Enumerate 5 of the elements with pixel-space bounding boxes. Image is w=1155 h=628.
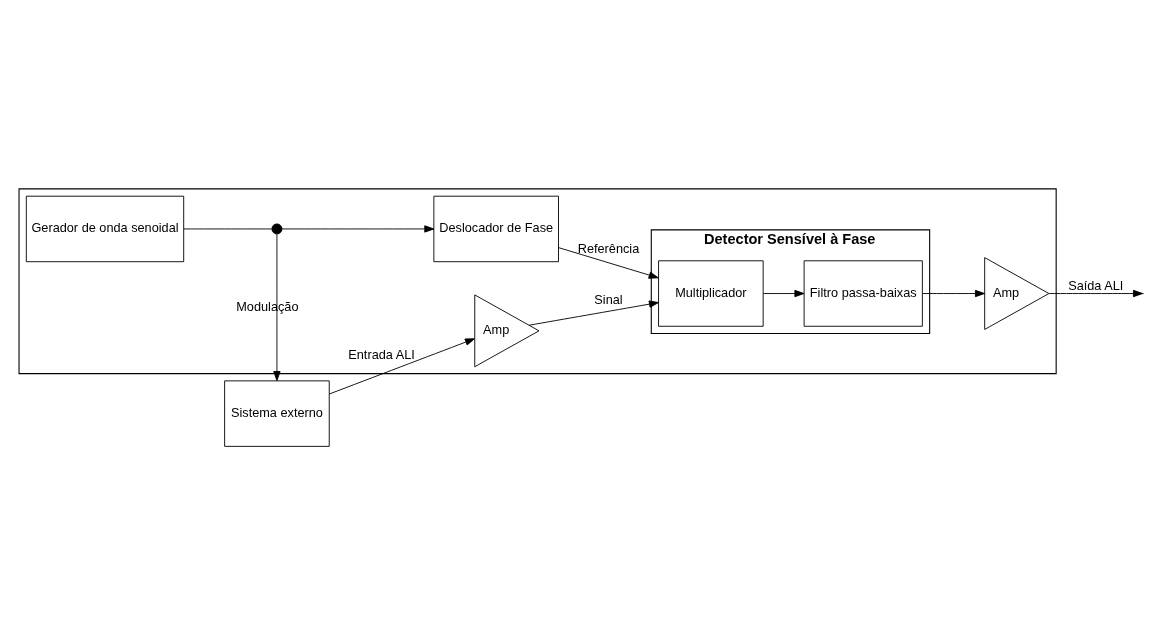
- edge-label: Modulação: [236, 298, 299, 314]
- edge-label: Entrada ALI: [348, 347, 415, 363]
- edge-label: Saída ALI: [1068, 278, 1124, 294]
- edge-label: Referência: [577, 240, 640, 256]
- edge-label: Sinal: [594, 291, 623, 307]
